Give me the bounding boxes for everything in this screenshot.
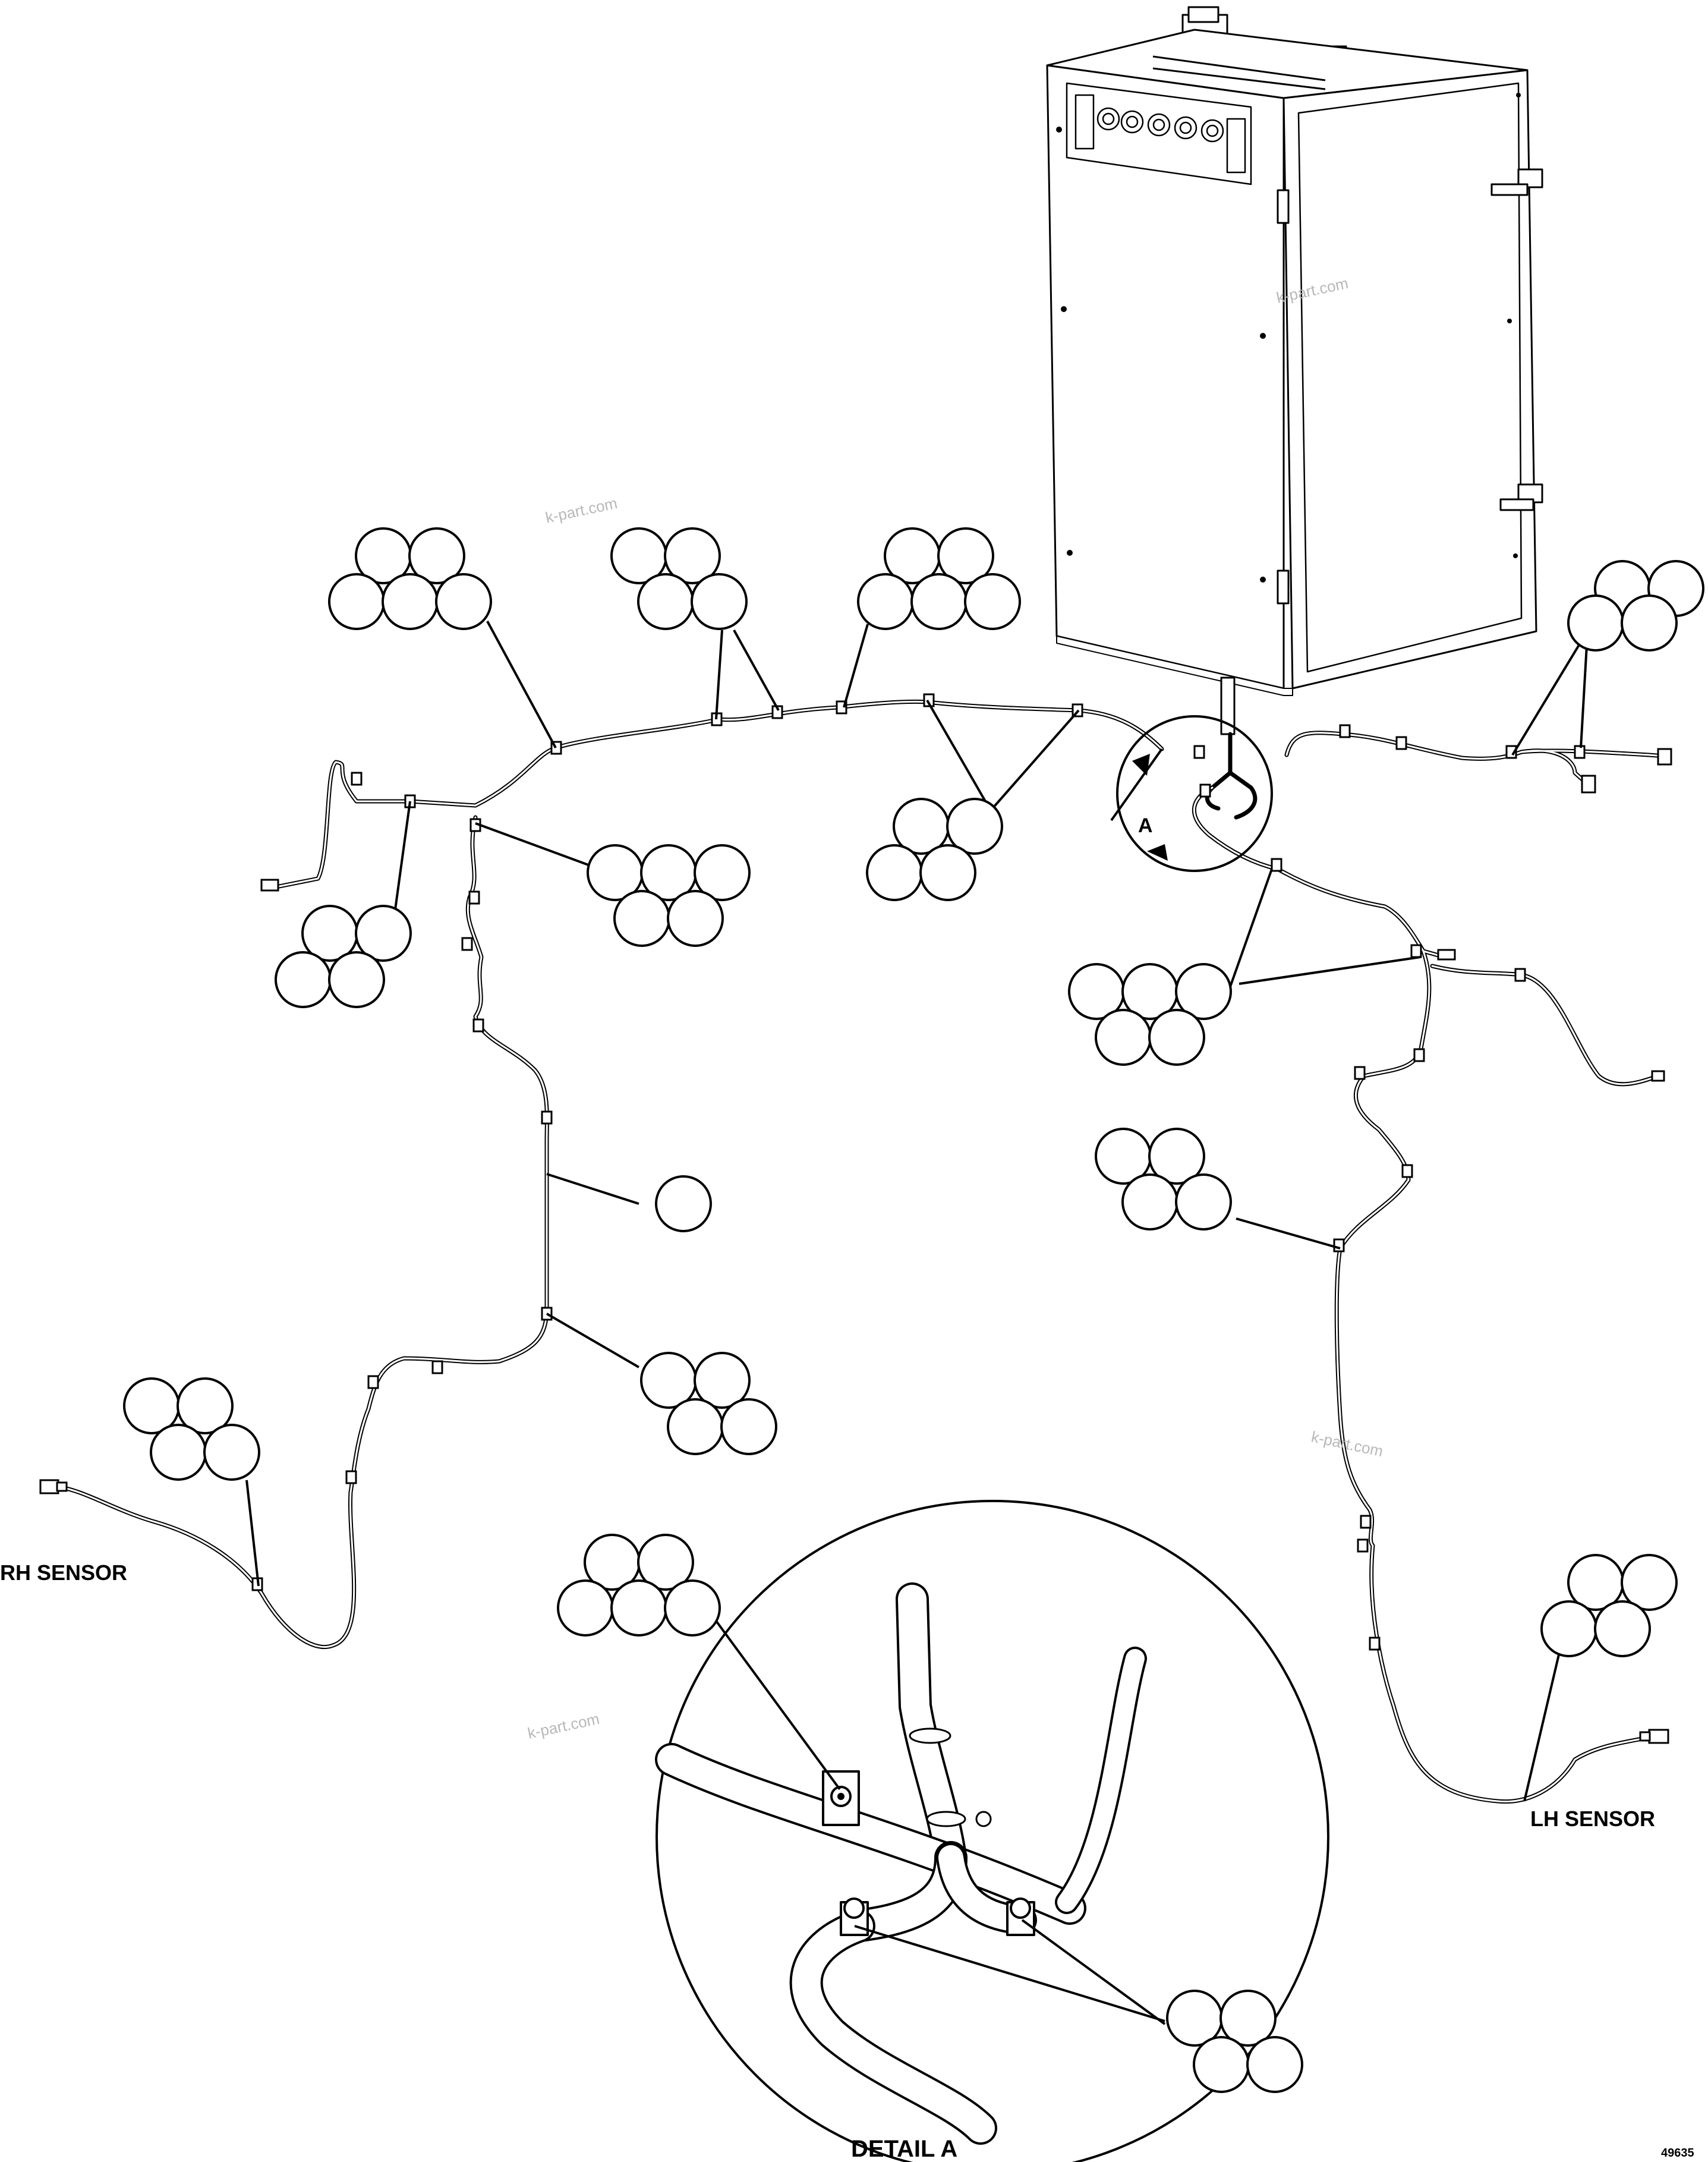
bolt-heads [1056,93,1521,583]
harness-clips [251,693,1586,1651]
cable-detail-area [1192,732,1280,871]
callout-leaders [245,621,1588,2025]
cable-lh-sensor [1275,867,1660,1804]
cable-rh-sensor [51,815,549,1650]
watermark-4: k-part.com [526,1710,601,1742]
detail-a-view [655,1500,1329,2162]
drawing-number: 49635 [1661,2147,1694,2160]
control-box [1046,6,1543,735]
detail-a-label: DETAIL A [851,2136,957,2162]
watermark-1: k-part.com [544,494,619,527]
view-a-letter: A [1138,814,1153,837]
callout-balloons [123,527,1704,2093]
lh-sensor-label: LH SENSOR [1530,1807,1655,1831]
harness-cables [51,699,1666,1804]
panel-connectors [1074,94,1246,174]
rh-sensor-label: RH SENSOR [0,1560,127,1585]
view-a-marker: A [1116,715,1273,872]
cable-connectors [39,748,1672,1744]
